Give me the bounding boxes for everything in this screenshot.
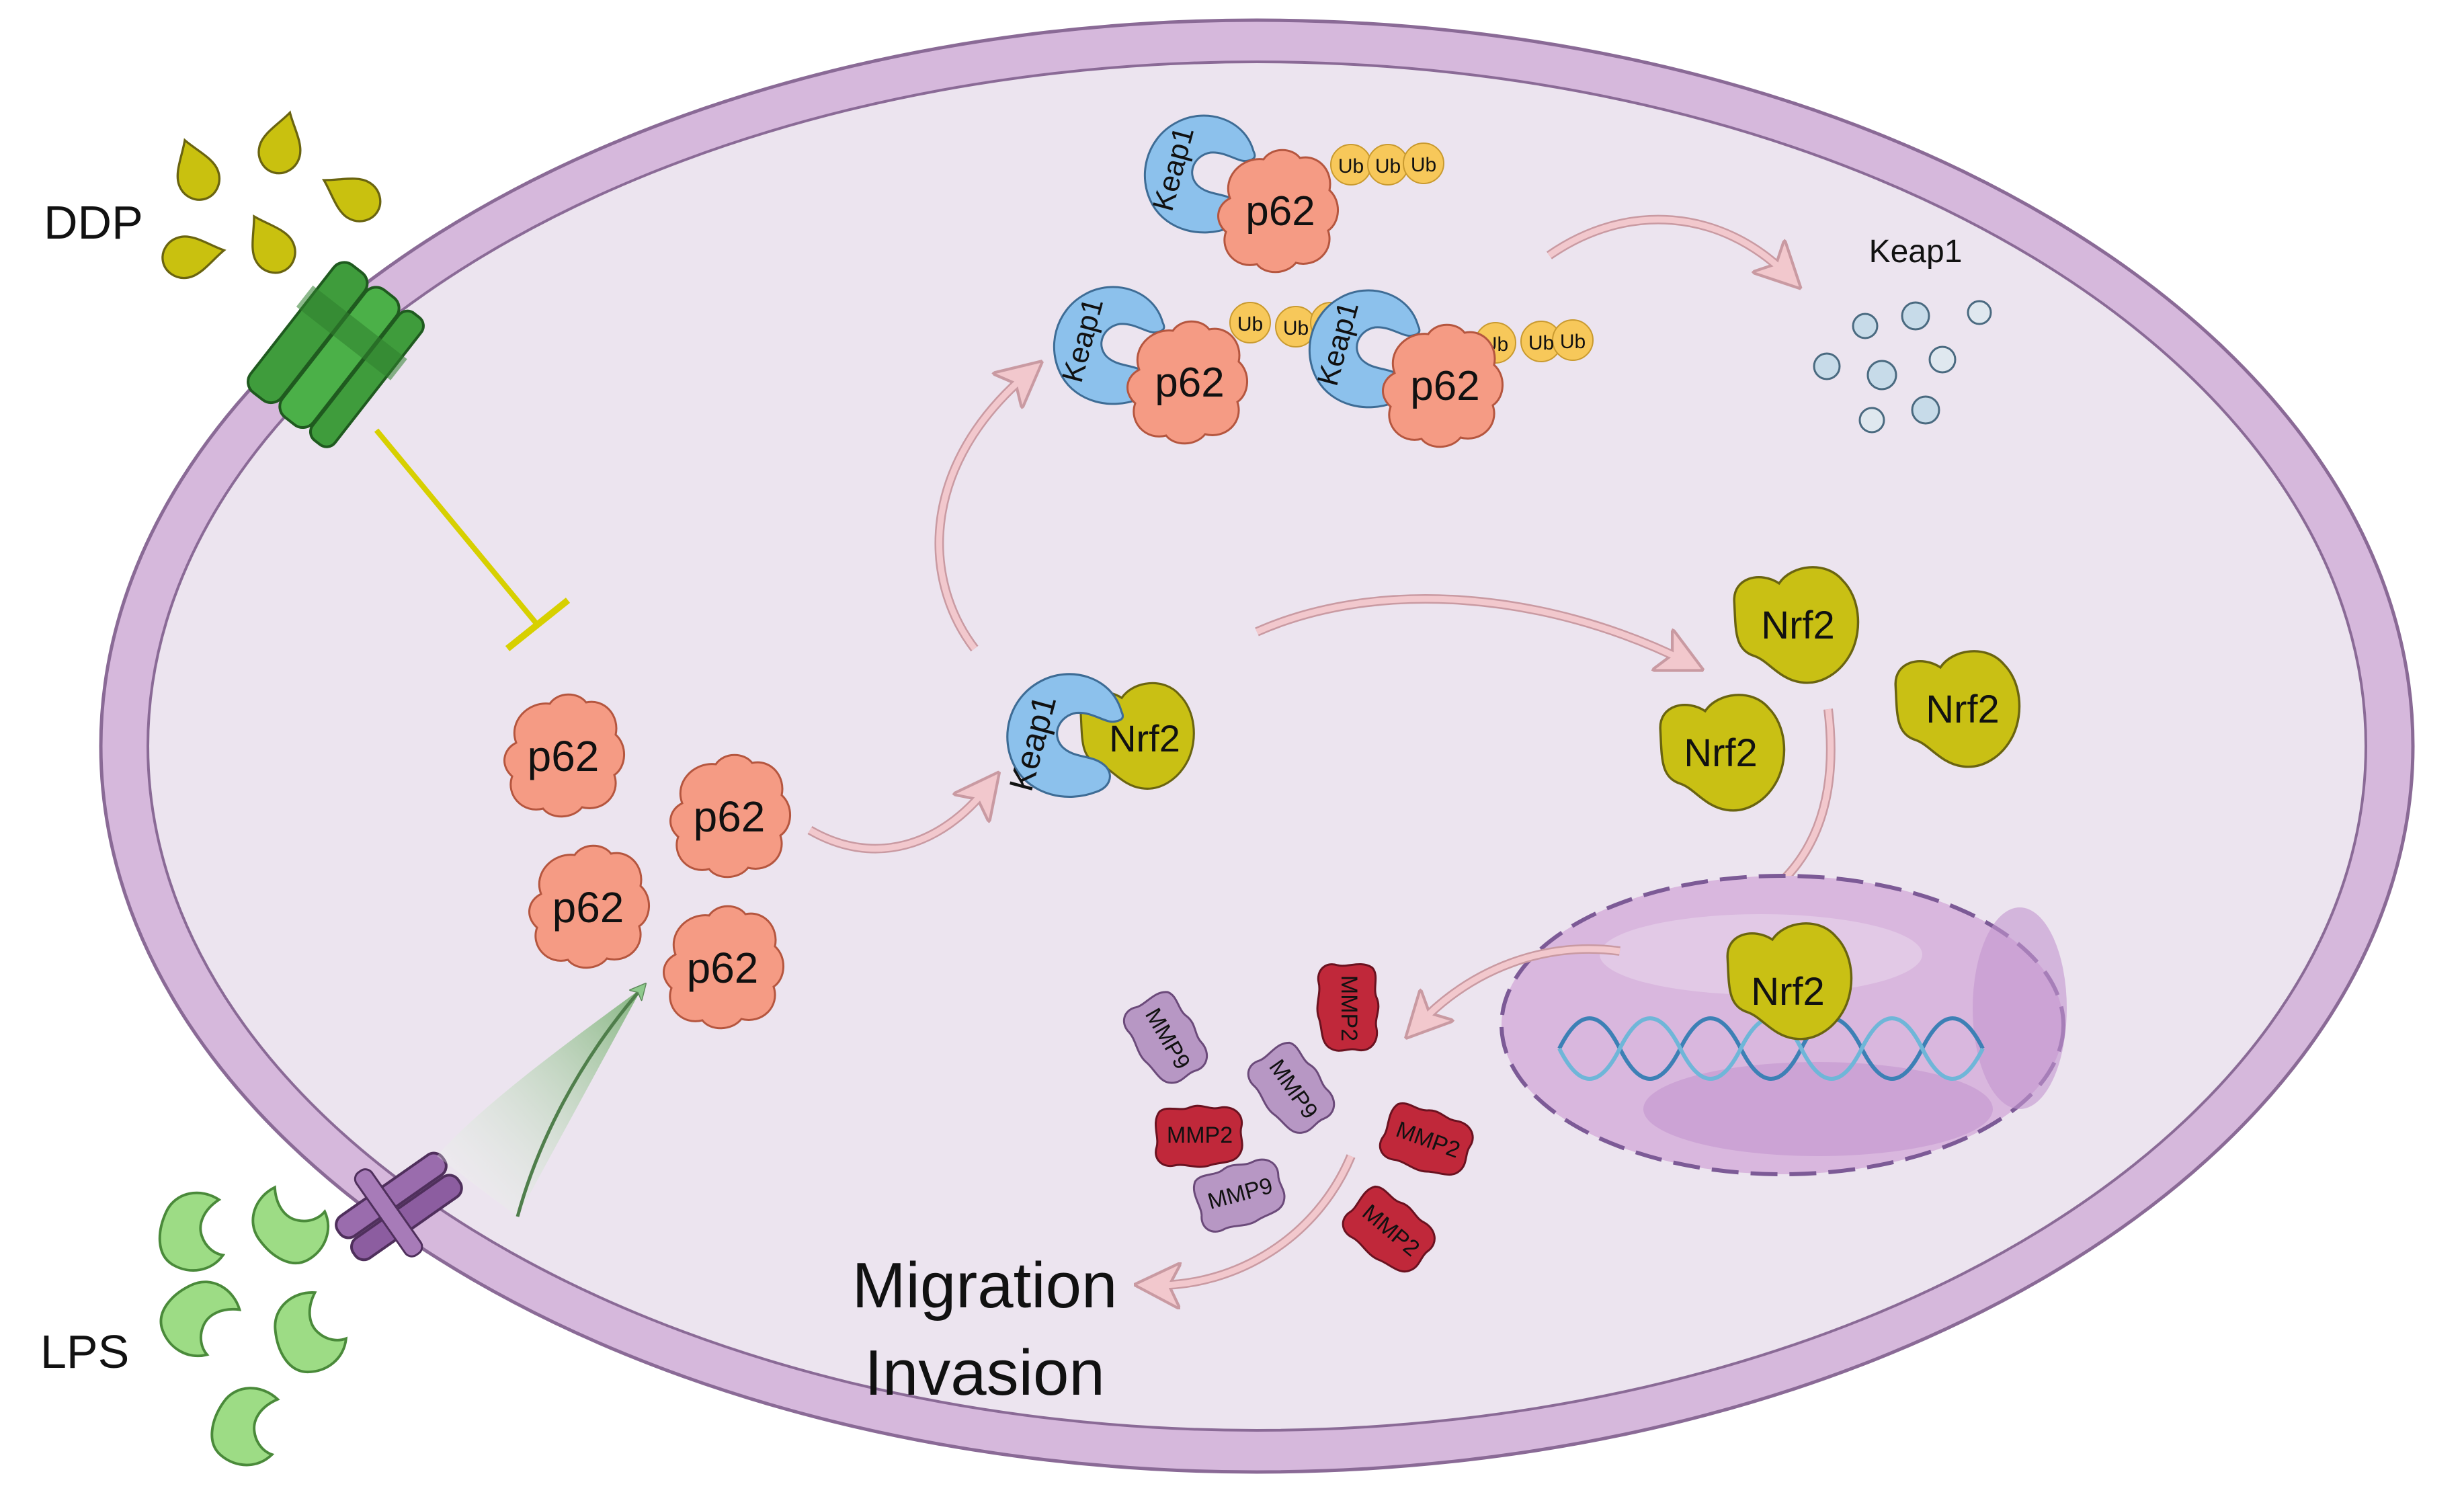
outcome-invasion: Invasion: [864, 1337, 1105, 1409]
svg-text:Nrf2: Nrf2: [1761, 604, 1835, 647]
ddp-drops: [158, 106, 389, 283]
svg-text:p62: p62: [1155, 360, 1224, 406]
svg-text:Ub: Ub: [1338, 155, 1364, 177]
svg-text:p62: p62: [687, 944, 759, 992]
svg-text:Ub: Ub: [1237, 313, 1263, 335]
mmp9-protein: MMP9: [1241, 1035, 1343, 1143]
lps-activation-arrow: [516, 988, 642, 1217]
svg-text:p62: p62: [1245, 188, 1315, 235]
ddp-channel: [247, 261, 425, 448]
svg-text:MMP2: MMP2: [1336, 975, 1362, 1041]
mmp2-protein: MMP2: [1316, 963, 1380, 1052]
p62-protein: p62: [503, 693, 626, 818]
cytoplasm: [147, 60, 2367, 1432]
p62-protein: p62: [663, 905, 785, 1030]
p62-protein: p62: [528, 844, 651, 969]
keap1-p62-ub-complex: Ub Ub Ub Keap1 p62: [1308, 289, 1594, 448]
svg-text:Ub: Ub: [1283, 317, 1309, 339]
svg-text:Ub: Ub: [1560, 331, 1586, 353]
nrf2-protein: Nrf2: [1659, 694, 1786, 812]
svg-text:p62: p62: [528, 732, 600, 780]
keap1-nrf2-complex: Keap1 Nrf2: [1002, 673, 1195, 799]
keap1-degraded-label: Keap1: [1869, 234, 1963, 270]
nrf2-protein: Nrf2: [1894, 650, 2021, 768]
lps-molecules: [148, 1170, 352, 1479]
svg-text:Nrf2: Nrf2: [1751, 970, 1825, 1014]
mmp2-protein: MMP2: [1155, 1104, 1243, 1168]
outcome-migration: Migration: [852, 1250, 1118, 1321]
nrf2-protein: Nrf2: [1733, 566, 1860, 684]
svg-text:Ub: Ub: [1375, 155, 1401, 177]
svg-text:MMP2: MMP2: [1167, 1122, 1233, 1148]
svg-text:Nrf2: Nrf2: [1109, 717, 1180, 760]
ddp-label: DDP: [44, 196, 143, 249]
svg-text:p62: p62: [694, 792, 766, 841]
svg-text:Ub: Ub: [1528, 332, 1554, 354]
svg-text:p62: p62: [1410, 363, 1479, 409]
svg-text:Nrf2: Nrf2: [1926, 688, 2000, 731]
ddp-inhibition-line: [374, 428, 571, 651]
lps-activation-beam: [437, 988, 642, 1217]
mmp9-protein: MMP9: [1189, 1153, 1290, 1237]
mmp2-protein: MMP2: [1374, 1096, 1479, 1186]
mmp9-protein: MMP9: [1117, 985, 1216, 1093]
nrf2-bound-dna: Nrf2: [1726, 922, 1853, 1040]
lps-channel: [335, 1151, 463, 1262]
svg-text:p62: p62: [552, 883, 624, 932]
svg-text:Nrf2: Nrf2: [1684, 731, 1758, 775]
p62-protein: p62: [669, 753, 792, 879]
svg-text:Ub: Ub: [1411, 154, 1436, 176]
keap1-p62-ub-complex: Ub Ub Ub Keap1 p62: [1143, 114, 1444, 274]
lps-label: LPS: [40, 1325, 129, 1378]
keap1-degraded-fragments: [1813, 300, 1992, 434]
